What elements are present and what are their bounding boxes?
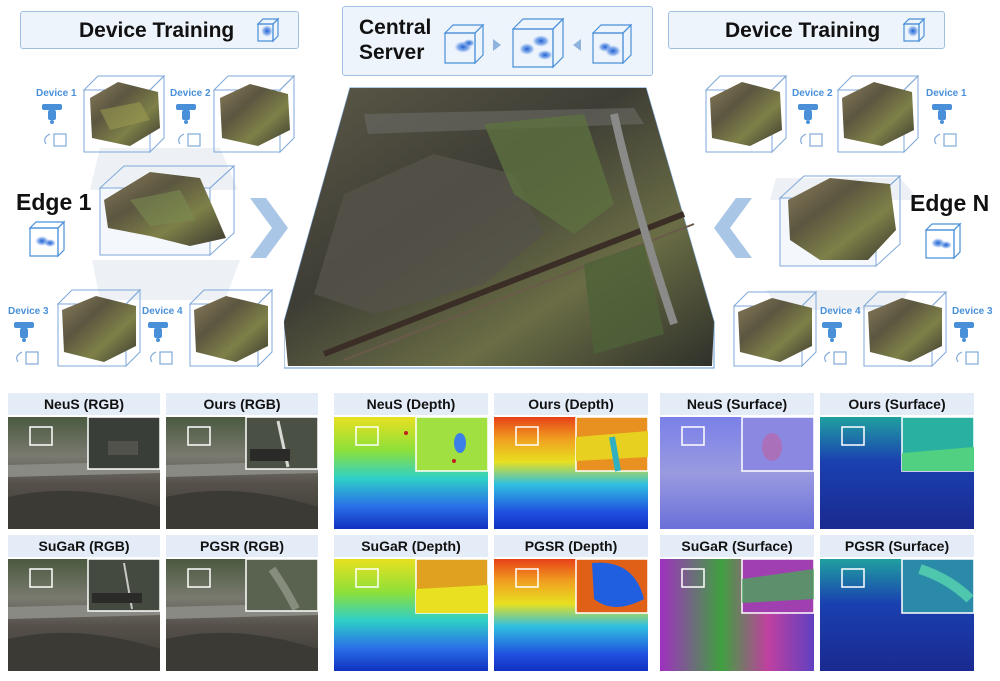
device-2-cube: [212, 74, 296, 154]
right-header-banner: Device Training: [668, 11, 945, 49]
edge-n-label: Edge N: [910, 190, 990, 216]
drone-icon: [822, 322, 842, 342]
device-label: Device 1: [36, 88, 77, 99]
label-ours-rgb: Ours (RGB): [166, 393, 318, 415]
image-ours-depth: [494, 417, 648, 529]
drone-icon: [148, 322, 168, 342]
gaussian-cube-icon: [256, 17, 280, 43]
label-sugar-surface: SuGaR (Surface): [660, 535, 814, 557]
label-sugar-depth: SuGaR (Depth): [334, 535, 488, 557]
camera-photo-icon: [178, 133, 201, 147]
label-ours-depth: Ours (Depth): [494, 393, 648, 415]
label-neus-depth: NeuS (Depth): [334, 393, 488, 415]
edge-1-label: Edge 1: [16, 189, 92, 215]
device-4-cube: [188, 288, 274, 368]
image-pgsr-depth: [494, 559, 648, 671]
image-sugar-depth: [334, 559, 488, 671]
drone-icon: [14, 322, 34, 342]
central-server-title: Central Server: [359, 15, 431, 65]
device-label: Device 1: [926, 88, 967, 99]
camera-photo-icon: [44, 133, 67, 147]
drone-icon: [954, 322, 974, 342]
gaussian-cube-icon: [511, 17, 565, 69]
camera-photo-icon: [16, 351, 39, 365]
central-title-line2: Server: [359, 41, 425, 64]
camera-photo-icon: [800, 133, 823, 147]
left-edge-cluster: [14, 74, 296, 368]
camera-photo-icon: [934, 133, 957, 147]
device-2-cube: [704, 74, 788, 154]
label-neus-surface: NeuS (Surface): [660, 393, 814, 415]
chevron-left-icon: [573, 39, 581, 51]
image-pgsr-surface: [820, 559, 974, 671]
image-neus-rgb: [8, 417, 160, 529]
gaussian-cube-icon: [591, 23, 633, 65]
drone-icon: [932, 104, 952, 124]
chevron-left-icon: [714, 198, 752, 258]
camera-photo-icon: [956, 351, 979, 365]
drone-icon: [42, 104, 62, 124]
camera-photo-icon: [150, 351, 173, 365]
image-sugar-rgb: [8, 559, 160, 671]
camera-photo-icon: [824, 351, 847, 365]
gaussian-cube-icon: [28, 220, 66, 258]
drone-icon: [176, 104, 196, 124]
image-neus-surface: [660, 417, 814, 529]
label-pgsr-depth: PGSR (Depth): [494, 535, 648, 557]
label-sugar-rgb: SuGaR (RGB): [8, 535, 160, 557]
label-ours-surface: Ours (Surface): [820, 393, 974, 415]
device-label: Device 4: [142, 306, 183, 317]
device-label: Device 2: [792, 88, 833, 99]
label-pgsr-rgb: PGSR (RGB): [166, 535, 318, 557]
image-pgsr-rgb: [166, 559, 318, 671]
image-ours-surface: [820, 417, 974, 529]
device-label: Device 4: [820, 306, 861, 317]
gaussian-cube-icon: [443, 23, 485, 65]
left-header-banner: Device Training: [20, 11, 299, 49]
left-header-title: Device Training: [79, 19, 235, 42]
device-1-cube: [836, 74, 920, 154]
device-label: Device 3: [8, 306, 49, 317]
chevron-right-icon: [250, 198, 288, 258]
device-3-cube: [862, 290, 948, 368]
device-label: Device 3: [952, 306, 993, 317]
drone-icon: [798, 104, 818, 124]
gaussian-cube-icon: [924, 222, 962, 260]
device-1-cube: [82, 74, 166, 154]
central-terrain-reconstruction: [284, 87, 715, 369]
device-3-cube: [56, 288, 142, 368]
edge-1-cube: [98, 164, 236, 257]
label-pgsr-surface: PGSR (Surface): [820, 535, 974, 557]
device-4-cube: [732, 290, 818, 368]
central-server-banner: Central Server: [342, 6, 653, 76]
chevron-right-icon: [493, 39, 501, 51]
gaussian-cube-icon: [902, 17, 926, 43]
label-neus-rgb: NeuS (RGB): [8, 393, 160, 415]
right-edge-cluster: [704, 74, 979, 368]
image-sugar-surface: [660, 559, 814, 671]
right-header-title: Device Training: [725, 19, 881, 42]
edge-n-cube: [778, 174, 902, 268]
central-title-line1: Central: [359, 16, 432, 39]
aggregation-diagram: [443, 17, 633, 69]
image-ours-rgb: [166, 417, 318, 529]
device-label: Device 2: [170, 88, 211, 99]
image-neus-depth: [334, 417, 488, 529]
